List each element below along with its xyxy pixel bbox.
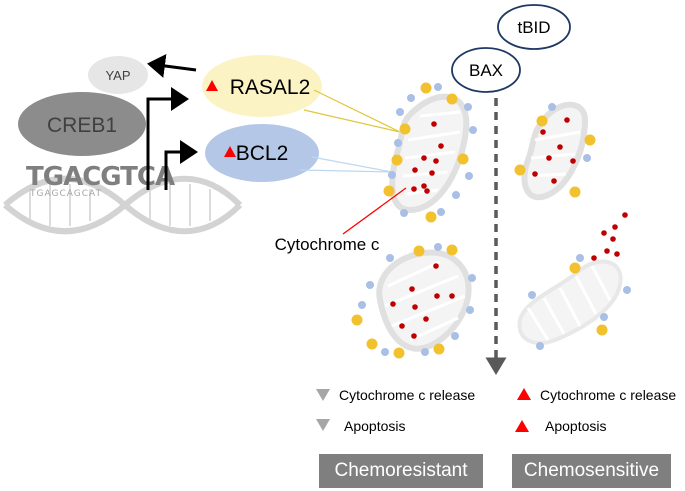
yap-ellipse bbox=[88, 56, 148, 94]
mitochondrion-sensitive-bottom bbox=[517, 212, 631, 350]
apoptosis-down-icon bbox=[316, 419, 330, 431]
mitochondrion-sensitive-top bbox=[514, 101, 596, 201]
bax-ellipse bbox=[451, 47, 521, 93]
regulation-arrows bbox=[146, 54, 198, 190]
cytochrome-label: Cytochrome c bbox=[275, 235, 380, 254]
rasal2-to-yap-arrow bbox=[147, 54, 197, 78]
bcl2-label: BCL2 bbox=[236, 142, 289, 165]
chemoresistant-label: Chemoresistant bbox=[319, 454, 483, 488]
legend-resistant: Cytochrome c release Apoptosis bbox=[316, 387, 475, 434]
svg-text:TGAGCAGCAT: TGAGCAGCAT bbox=[29, 189, 102, 199]
rasal2-label: RASAL2 bbox=[230, 76, 311, 99]
rasal2-ellipse bbox=[202, 55, 322, 117]
dna-helix-icon bbox=[3, 175, 243, 235]
legend-sensitive: Cytochrome c release Apoptosis bbox=[515, 387, 676, 434]
release-up-icon bbox=[517, 388, 531, 400]
chemosensitive-label: Chemosensitive bbox=[512, 454, 671, 488]
creb1-to-bcl2-arrow bbox=[164, 140, 198, 190]
mitochondrion-resistant-top bbox=[383, 82, 477, 223]
bcl2-up-icon bbox=[224, 146, 236, 157]
cytochrome-pointer bbox=[342, 187, 407, 235]
sensitive-apoptosis-text: Apoptosis bbox=[545, 418, 606, 434]
rasal2-up-icon bbox=[206, 80, 218, 91]
release-down-icon bbox=[316, 389, 330, 401]
mitochondrion-resistant-bottom bbox=[351, 243, 476, 359]
connector-lines bbox=[299, 89, 401, 173]
creb1-ellipse bbox=[18, 92, 146, 156]
creb1-to-rasal2-arrow bbox=[146, 87, 189, 190]
apoptosis-up-icon bbox=[515, 420, 529, 432]
bax-label: BAX bbox=[469, 61, 503, 80]
motif-text: TGACGTCA bbox=[26, 162, 175, 192]
yap-label: YAP bbox=[105, 68, 130, 83]
dna-motif-logo: TGACGTCA TGAGCAGCAT bbox=[26, 162, 176, 199]
bcl2-ellipse bbox=[205, 124, 319, 182]
creb1-label: CREB1 bbox=[47, 114, 117, 137]
tbid-ellipse bbox=[497, 4, 571, 50]
sensitive-release-text: Cytochrome c release bbox=[540, 387, 676, 403]
tbid-label: tBID bbox=[517, 18, 550, 37]
resistant-release-text: Cytochrome c release bbox=[339, 387, 475, 403]
resistant-apoptosis-text: Apoptosis bbox=[344, 418, 405, 434]
